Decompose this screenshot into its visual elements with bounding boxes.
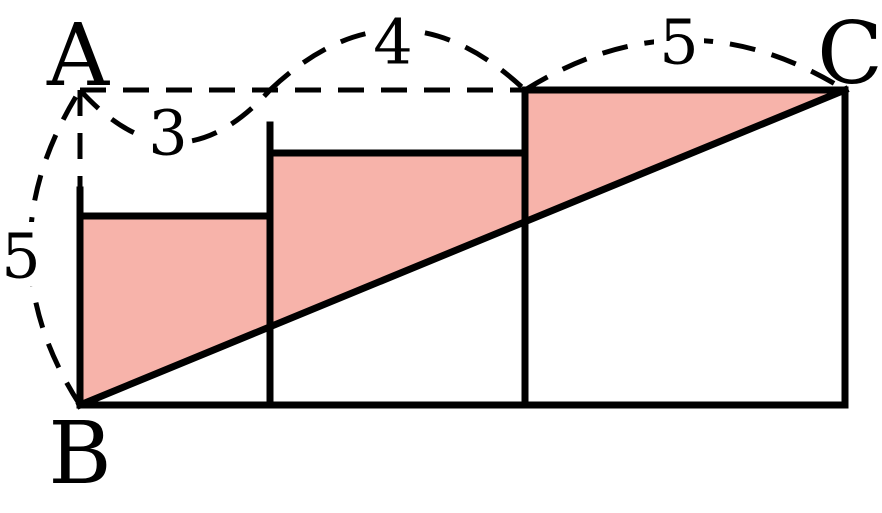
dimension-label-width-1: 3 [148,97,187,170]
dimension-label-ab: 5 [1,220,40,293]
shaded-region-2 [270,153,525,325]
dimension-label-width-3: 5 [659,6,698,79]
dimension-label-width-2: 4 [373,6,412,79]
dimension-arc-width-3 [523,37,847,93]
vertex-label-b: B [48,404,111,504]
shaded-region-1 [80,216,270,405]
diagonal-bc [75,85,850,410]
vertex-label-c: C [817,4,882,104]
vertex-label-a: A [46,6,110,106]
dimension-arc-ab [27,88,83,407]
